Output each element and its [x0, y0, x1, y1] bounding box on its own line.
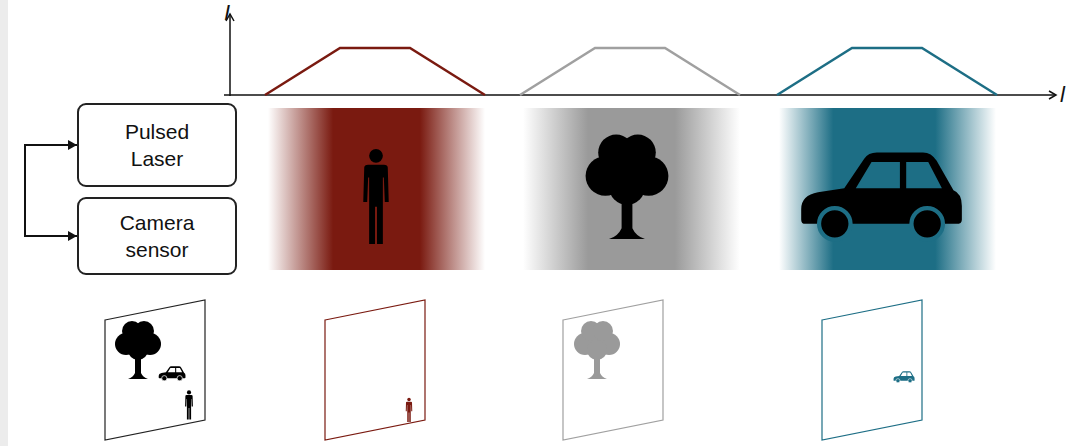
gate-pulse	[777, 48, 997, 95]
image-frame	[563, 300, 663, 440]
image-frame	[325, 300, 425, 440]
device-box: Camera sensor	[77, 197, 237, 275]
gate-pulse	[520, 48, 740, 95]
tree-silhouette	[574, 321, 620, 379]
range-gate-band	[523, 108, 740, 270]
tree-silhouette	[586, 135, 669, 239]
device-box: Pulsed Laser	[77, 103, 237, 187]
gate-pulse	[265, 48, 485, 95]
range-axis	[224, 94, 1056, 96]
axis-label: l	[1060, 82, 1065, 108]
range-gate-band	[268, 108, 485, 270]
intensity-axis	[229, 14, 231, 96]
person-silhouette	[406, 398, 413, 422]
box-label: Camera sensor	[113, 209, 201, 264]
image-frame	[822, 300, 922, 440]
image-frame	[105, 300, 205, 440]
car-silhouette	[894, 371, 915, 382]
person-silhouette	[363, 149, 388, 244]
trigger-connector	[25, 145, 77, 236]
person-silhouette	[185, 390, 193, 419]
tree-silhouette	[115, 321, 161, 379]
range-gate-band	[779, 108, 996, 270]
axis-label: I	[224, 0, 230, 26]
car-silhouette	[801, 152, 962, 239]
car-silhouette	[159, 366, 186, 381]
box-label: Pulsed Laser	[113, 118, 201, 173]
